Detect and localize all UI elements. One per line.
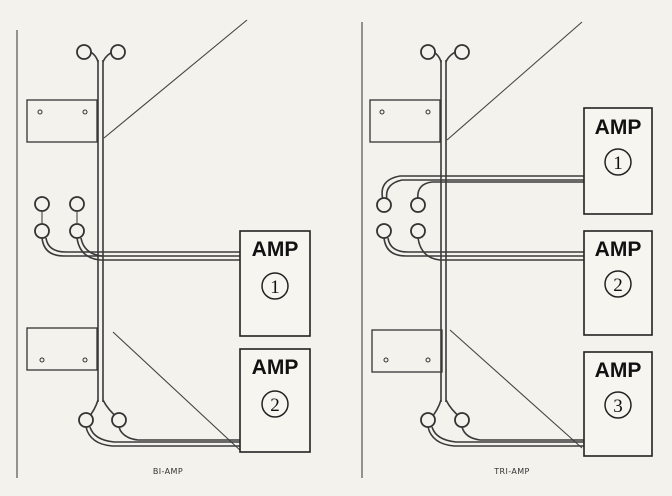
wall-plate-upper — [26, 99, 98, 143]
diagonal-line-upper — [103, 19, 248, 139]
speaker-jacks-lower — [376, 223, 584, 261]
amp-label: AMP — [595, 116, 642, 139]
diagonal-line-lower — [449, 329, 583, 449]
wall-plate-upper — [369, 99, 441, 143]
bottom-speaker-connectors — [420, 412, 584, 447]
amp-3-box: AMP 3 — [583, 351, 653, 457]
amp-number: 1 — [613, 153, 623, 174]
speaker-jacks-mid — [34, 196, 240, 261]
amp-number: 1 — [270, 277, 280, 298]
wall-plate-lower — [26, 327, 98, 371]
amp-label: AMP — [595, 359, 642, 382]
top-speaker-connectors — [420, 44, 470, 60]
amp-1-box: AMP 1 — [239, 230, 311, 337]
caption-bi-amp: BI-AMP — [153, 467, 183, 476]
top-speaker-connectors — [76, 44, 126, 60]
bi-amp-diagram: AMP 1 AMP 2 BI-AMP — [16, 19, 311, 478]
amp-2-box: AMP 2 — [583, 230, 653, 336]
tri-amp-diagram: AMP 1 AMP 2 AMP 3 TRI-AMP — [361, 21, 653, 478]
amp-number: 3 — [613, 396, 623, 417]
amp-label: AMP — [252, 356, 299, 379]
amp-label: AMP — [252, 238, 299, 261]
wall-plate-lower — [371, 329, 443, 373]
caption-tri-amp: TRI-AMP — [493, 467, 530, 476]
bottom-speaker-connectors — [78, 412, 240, 447]
diagonal-line-lower — [112, 331, 243, 453]
amp-2-box: AMP 2 — [239, 348, 311, 453]
speaker-jacks-upper — [376, 175, 584, 213]
amp-number: 2 — [270, 395, 280, 416]
amp-1-box: AMP 1 — [583, 107, 653, 215]
diagonal-line-upper — [446, 21, 583, 141]
amp-number: 2 — [613, 275, 623, 296]
amp-label: AMP — [595, 238, 642, 261]
